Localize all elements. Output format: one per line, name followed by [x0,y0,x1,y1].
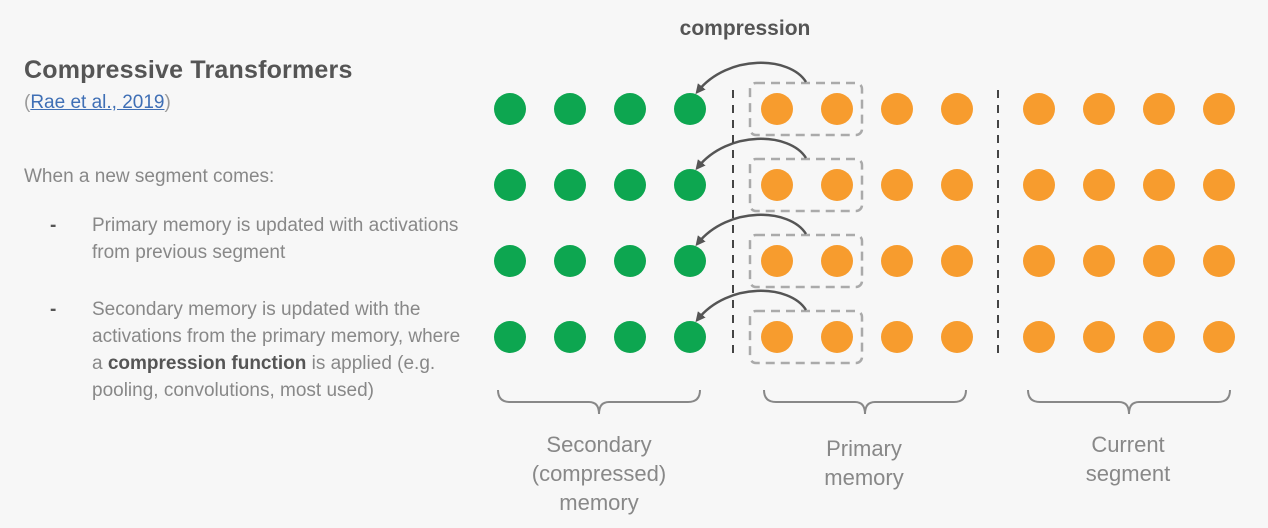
braces-layer [497,389,1231,415]
secondary-memory-dot [494,169,526,201]
compression-arrow [695,213,808,247]
current-segment-dot [1143,321,1175,353]
current-label-line-2: segment [1086,461,1170,486]
bullet-text-before: Secondary memory is updated with the act… [92,299,461,374]
current-segment-dot [1023,245,1055,277]
primary-memory-dot [761,93,793,125]
current-segment-dot [1023,321,1055,353]
secondary-memory-dot [674,245,706,277]
citation-link[interactable]: Rae et al., 2019 [30,92,165,113]
compression-arrow [695,289,808,323]
current-segment-dot [1143,93,1175,125]
primary-memory-dot [761,169,793,201]
primary-memory-dot [881,93,913,125]
current-label-line-1: Current [1091,432,1164,457]
primary-memory-dot [881,245,913,277]
current-segment-dot [1203,93,1235,125]
bullet-item-secondary: - Secondary memory is updated with the a… [24,296,464,404]
secondary-memory-dot [614,245,646,277]
dashed-boxes-layer [748,81,864,365]
bullet-bold-term: compression function [107,353,307,374]
dots-layer [494,93,1235,353]
secondary-memory-dot [494,321,526,353]
citation-close-paren: ) [164,92,171,113]
secondary-memory-dot [554,245,586,277]
current-segment-dot [1083,245,1115,277]
secondary-label-line-3: memory [559,490,638,515]
primary-memory-dot [761,245,793,277]
primary-memory-dot [821,321,853,353]
primary-label-line-2: memory [824,465,903,490]
bullet-item-primary: - Primary memory is updated with activat… [24,212,464,266]
arrows-layer [695,61,808,323]
primary-memory-dot [821,169,853,201]
compression-label: compression [680,17,811,40]
secondary-memory-dot [674,321,706,353]
current-segment-dot [1143,169,1175,201]
primary-memory-dot [941,245,973,277]
current-segment-dot [1083,321,1115,353]
intro-text: When a new segment comes: [24,166,275,187]
primary-memory-dot [821,245,853,277]
compression-window-box [748,233,864,289]
citation: (Rae et al., 2019) [24,92,171,114]
primary-memory-dot [761,321,793,353]
secondary-memory-dot [674,169,706,201]
citation-open-paren: ( [24,92,31,113]
current-brace [1027,389,1231,415]
bullet-text-after: is applied (e.g. pooling, convolutions, … [92,353,436,401]
secondary-memory-dot [614,169,646,201]
bullet-dash: - [50,299,57,320]
primary-memory-dot [821,93,853,125]
current-segment-dot [1083,93,1115,125]
current-segment-dot [1203,245,1235,277]
bullet-dash: - [50,215,57,236]
primary-memory-dot [941,321,973,353]
dividers-layer [732,90,999,358]
bullet-text: Primary memory is updated with activatio… [92,215,459,263]
secondary-memory-dot [614,321,646,353]
primary-memory-dot [941,169,973,201]
secondary-memory-dot [494,245,526,277]
current-segment-dot [1023,169,1055,201]
current-segment-dot [1203,321,1235,353]
primary-memory-dot [881,321,913,353]
secondary-memory-dot [614,93,646,125]
primary-label-line-1: Primary [826,436,902,461]
compression-window-box [748,157,864,213]
secondary-brace [497,389,701,415]
secondary-memory-dot [674,93,706,125]
bullet-list: - Primary memory is updated with activat… [24,212,464,434]
primary-brace [763,389,967,415]
compression-window-box [748,309,864,365]
slide-title: Compressive Transformers [24,56,353,84]
current-segment-dot [1203,169,1235,201]
compression-arrow [695,137,808,171]
current-segment-dot [1143,245,1175,277]
secondary-memory-dot [554,169,586,201]
primary-memory-dot [941,93,973,125]
secondary-memory-dot [494,93,526,125]
secondary-label-line-2: (compressed) [532,461,666,486]
compression-window-box [748,81,864,137]
secondary-label-line-1: Secondary [546,432,651,457]
primary-memory-dot [881,169,913,201]
current-segment-dot [1083,169,1115,201]
secondary-memory-dot [554,93,586,125]
compression-arrow [695,61,808,95]
current-segment-dot [1023,93,1055,125]
secondary-memory-dot [554,321,586,353]
